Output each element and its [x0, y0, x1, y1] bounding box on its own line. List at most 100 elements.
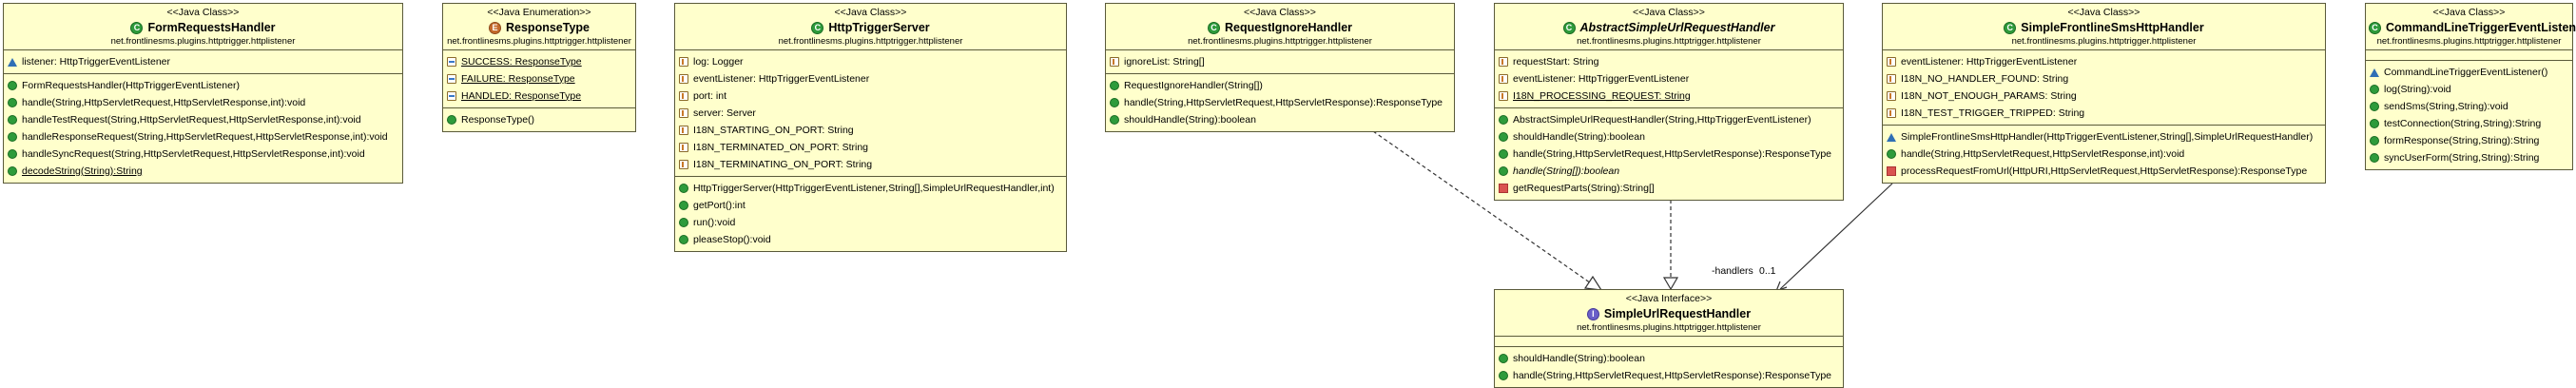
field-row[interactable]: server: Server: [679, 105, 1062, 122]
package-label: net.frontlinesms.plugins.httptrigger.htt…: [1577, 321, 1761, 333]
method-row[interactable]: decodeString(String):String: [8, 163, 398, 180]
method-row[interactable]: shouldHandle(String):boolean: [1110, 111, 1450, 128]
method-row[interactable]: shouldHandle(String):boolean: [1499, 350, 1839, 367]
method-row[interactable]: handle(String,HttpServletRequest,HttpSer…: [8, 94, 398, 111]
method-row[interactable]: handle(String,HttpServletRequest,HttpSer…: [1887, 146, 2321, 163]
stereotype-label: <<Java Interface>>: [1625, 293, 1713, 304]
method-text: handleResponseRequest(String,HttpServlet…: [22, 130, 388, 143]
method-row[interactable]: CommandLineTriggerEventListener(): [2370, 64, 2568, 81]
method-row[interactable]: shouldHandle(String):boolean: [1499, 128, 1839, 146]
method-row[interactable]: processRequestFromUrl(HttpURI,HttpServle…: [1887, 163, 2321, 180]
class-name-text: SimpleUrlRequestHandler: [1603, 306, 1752, 320]
field-text: I18N_NO_HANDLER_FOUND: String: [1901, 72, 2069, 85]
method-text: formResponse(String,String):String: [2384, 134, 2540, 146]
method-row[interactable]: testConnection(String,String):String: [2370, 115, 2568, 132]
method-row[interactable]: SimpleFrontlineSmsHttpHandler(HttpTrigge…: [1887, 128, 2321, 146]
public-method-icon: [2370, 85, 2379, 94]
field-row[interactable]: log: Logger: [679, 53, 1062, 70]
field-row[interactable]: ignoreList: String[]: [1110, 53, 1450, 70]
final-field-icon: [1887, 108, 1896, 118]
constructor-icon: [1499, 115, 1508, 125]
method-row[interactable]: log(String):void: [2370, 81, 2568, 98]
fields-compartment: listener: HttpTriggerEventListener: [4, 50, 402, 74]
field-row[interactable]: I18N_NOT_ENOUGH_PARAMS: String: [1887, 87, 2321, 105]
method-row[interactable]: handleSyncRequest(String,HttpServletRequ…: [8, 146, 398, 163]
field-row[interactable]: I18N_STARTING_ON_PORT: String: [679, 122, 1062, 139]
static-method-icon: [8, 166, 17, 176]
field-row[interactable]: SUCCESS: ResponseType: [447, 53, 631, 70]
field-row[interactable]: requestStart: String: [1499, 53, 1839, 70]
method-row[interactable]: handle(String,HttpServletRequest,HttpSer…: [1499, 146, 1839, 163]
final-field-icon: [679, 143, 688, 152]
method-row[interactable]: handleTestRequest(String,HttpServletRequ…: [8, 111, 398, 128]
package-constructor-icon: [2370, 68, 2379, 77]
method-text: testConnection(String,String):String: [2384, 117, 2542, 129]
method-row[interactable]: HttpTriggerServer(HttpTriggerEventListen…: [679, 180, 1062, 197]
fields-compartment: [1495, 337, 1843, 347]
methods-compartment: SimpleFrontlineSmsHttpHandler(HttpTrigge…: [1883, 126, 2325, 183]
method-row[interactable]: handle(String,HttpServletRequest,HttpSer…: [1499, 367, 1839, 384]
field-row[interactable]: eventListener: HttpTriggerEventListener: [679, 70, 1062, 87]
method-row[interactable]: pleaseStop():void: [679, 231, 1062, 248]
final-field-icon: [679, 57, 688, 67]
method-text: handleTestRequest(String,HttpServletRequ…: [22, 113, 361, 126]
method-row[interactable]: FormRequestsHandler(HttpTriggerEventList…: [8, 77, 398, 94]
method-row[interactable]: handleResponseRequest(String,HttpServlet…: [8, 128, 398, 146]
field-row[interactable]: I18N_NO_HANDLER_FOUND: String: [1887, 70, 2321, 87]
field-row[interactable]: listener: HttpTriggerEventListener: [8, 53, 398, 70]
public-method-icon: [2370, 136, 2379, 146]
field-text: server: Server: [693, 107, 756, 119]
class-name-text: SimpleFrontlineSmsHttpHandler: [2021, 20, 2204, 34]
public-method-icon: [2370, 153, 2379, 163]
method-text: sendSms(String,String):void: [2384, 100, 2508, 112]
field-text: log: Logger: [693, 55, 744, 68]
constructor-icon: [1110, 81, 1119, 90]
field-row[interactable]: HANDLED: ResponseType: [447, 87, 631, 105]
private-field-icon: [1499, 74, 1508, 84]
method-row[interactable]: getPort():int: [679, 197, 1062, 214]
method-text: decodeString(String):String: [22, 165, 143, 177]
method-row[interactable]: sendSms(String,String):void: [2370, 98, 2568, 115]
constructor-icon: [447, 115, 456, 125]
field-row[interactable]: port: int: [679, 87, 1062, 105]
method-row[interactable]: run():void: [679, 214, 1062, 231]
method-row[interactable]: handle(String,HttpServletRequest,HttpSer…: [1110, 94, 1450, 111]
field-row[interactable]: I18N_TERMINATED_ON_PORT: String: [679, 139, 1062, 156]
package-label: net.frontlinesms.plugins.httptrigger.htt…: [1577, 35, 1761, 47]
method-row[interactable]: AbstractSimpleUrlRequestHandler(String,H…: [1499, 111, 1839, 128]
field-row[interactable]: eventListener: HttpTriggerEventListener: [1499, 70, 1839, 87]
method-row[interactable]: ResponseType(): [447, 111, 631, 128]
method-text: handle(String,HttpServletRequest,HttpSer…: [1513, 369, 1832, 381]
class-icon: C: [1562, 21, 1576, 34]
methods-compartment: AbstractSimpleUrlRequestHandler(String,H…: [1495, 108, 1843, 200]
final-field-icon: [1499, 57, 1508, 67]
field-text: I18N_TERMINATED_ON_PORT: String: [693, 141, 868, 153]
enum-constant-icon: [447, 91, 456, 101]
method-row[interactable]: formResponse(String,String):String: [2370, 132, 2568, 149]
method-row[interactable]: RequestIgnoreHandler(String[]): [1110, 77, 1450, 94]
field-row[interactable]: I18N_TEST_TRIGGER_TRIPPED: String: [1887, 105, 2321, 122]
field-row[interactable]: eventListener: HttpTriggerEventListener: [1887, 53, 2321, 70]
class-name-text: FormRequestsHandler: [147, 20, 276, 34]
field-row[interactable]: I18N_PROCESSING_REQUEST: String: [1499, 87, 1839, 105]
stereotype-label: <<Java Class>>: [166, 7, 240, 18]
method-row[interactable]: getRequestParts(String):String[]: [1499, 180, 1839, 197]
method-row[interactable]: handle(String[]):boolean: [1499, 163, 1839, 180]
field-row[interactable]: FAILURE: ResponseType: [447, 70, 631, 87]
method-row[interactable]: syncUserForm(String,String):String: [2370, 149, 2568, 166]
field-row[interactable]: I18N_TERMINATING_ON_PORT: String: [679, 156, 1062, 173]
